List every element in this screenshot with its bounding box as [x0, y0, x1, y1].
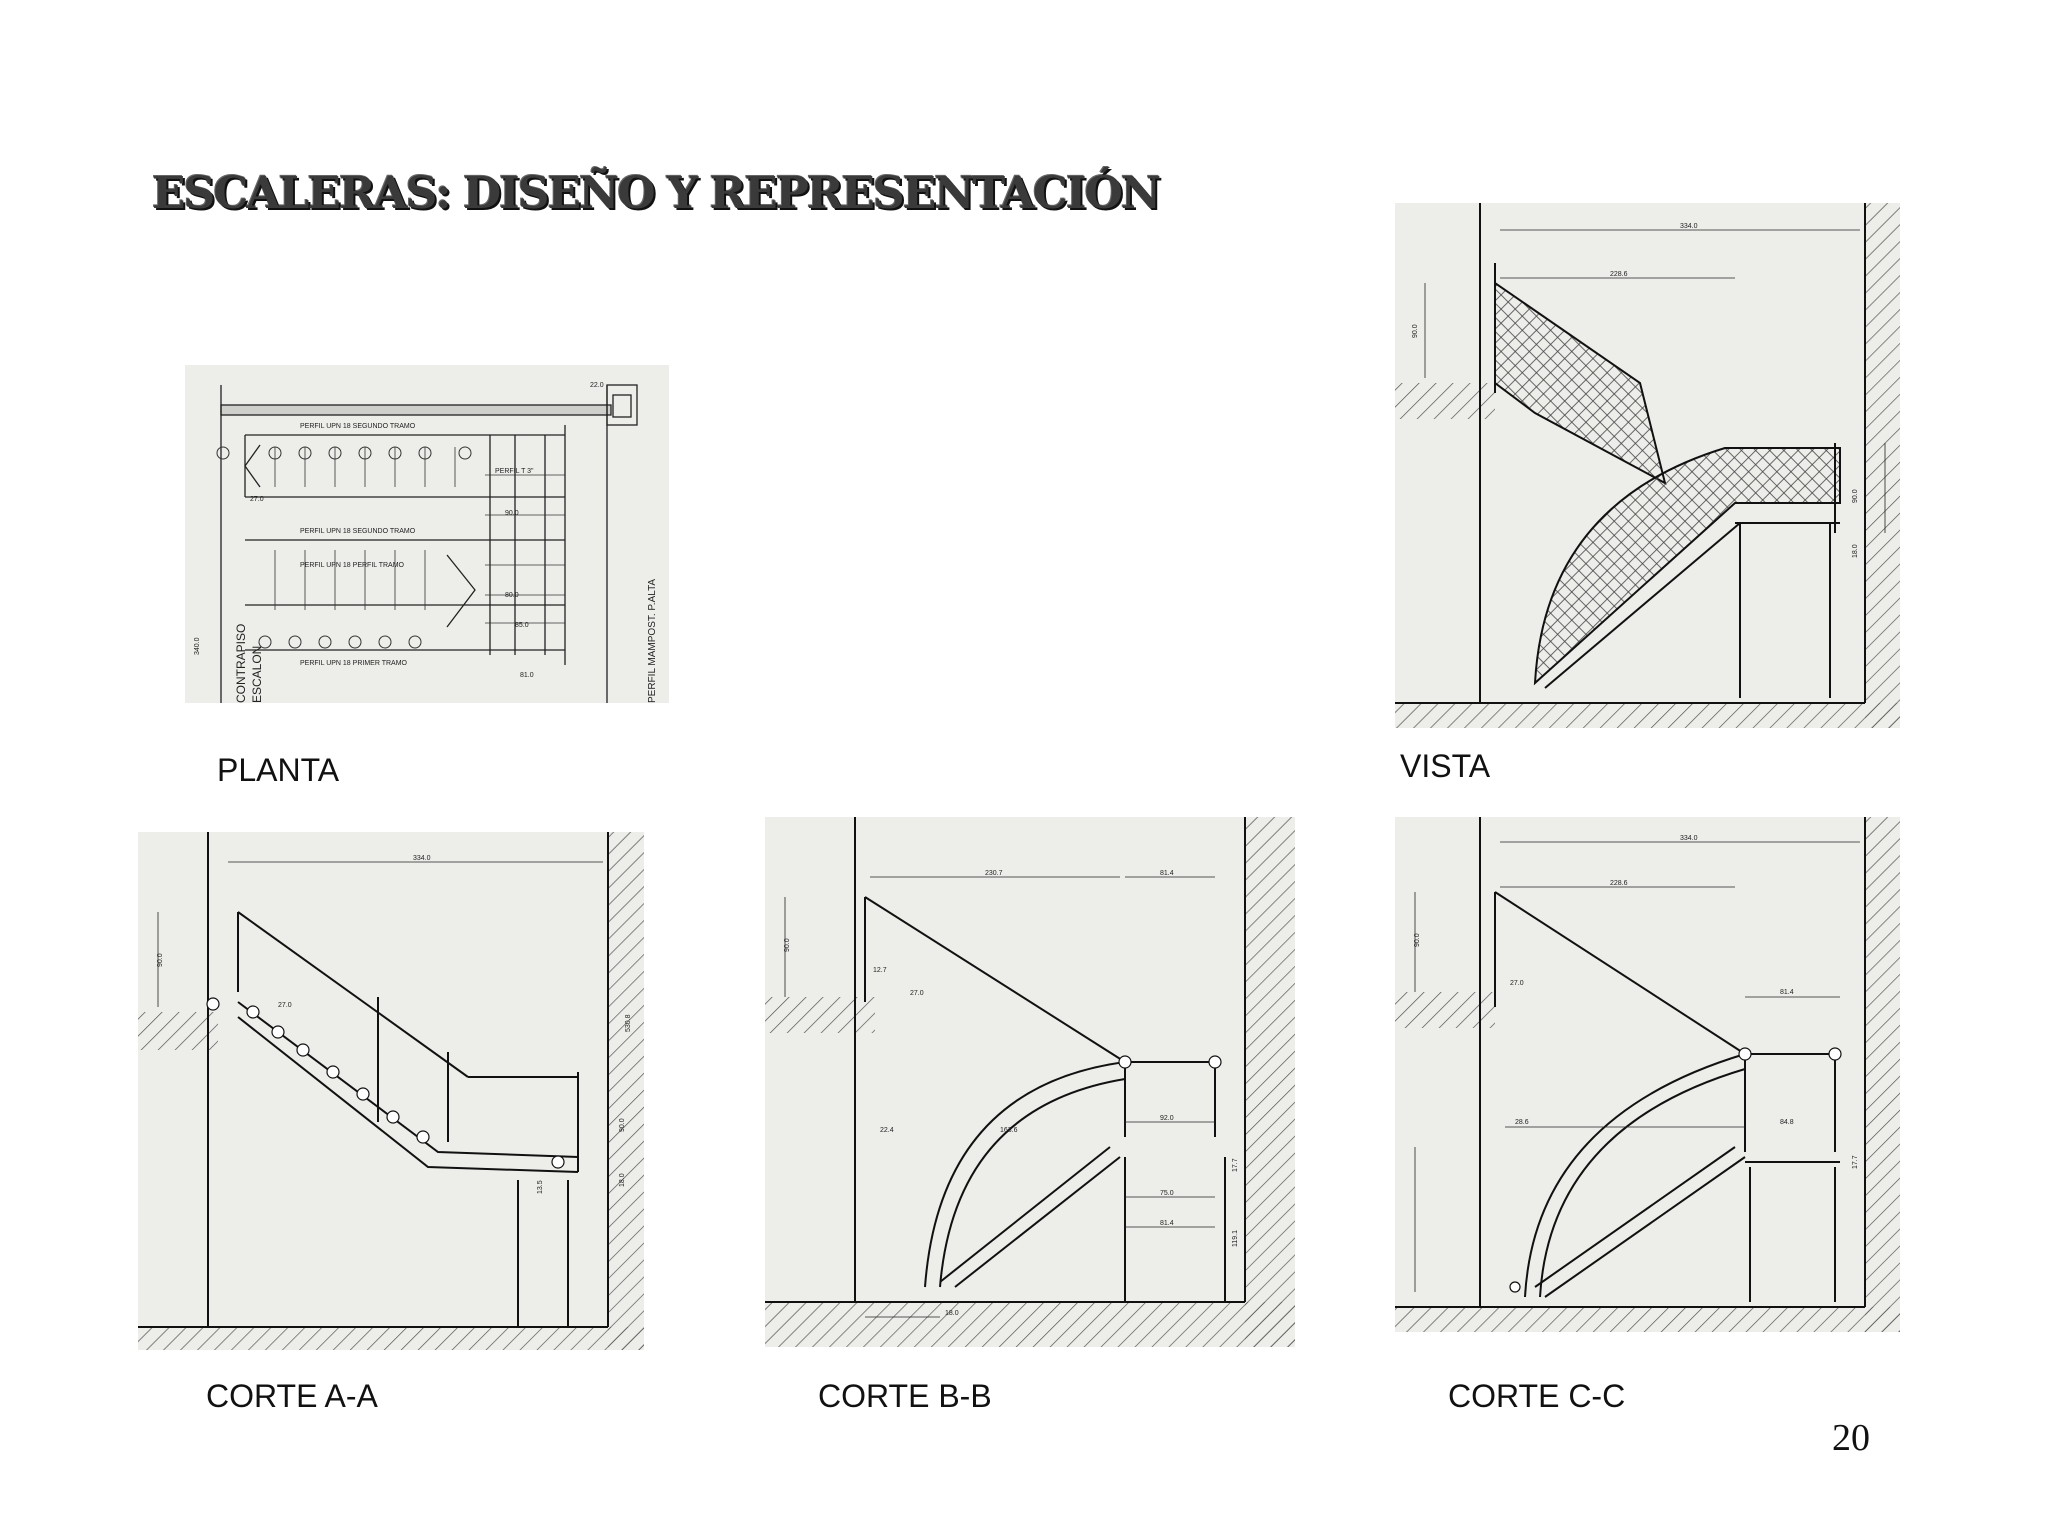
caption-corte-bb: CORTE B-B	[818, 1378, 992, 1414]
corte-bb-dim-81: 81.4	[1160, 870, 1174, 877]
corte-bb-dim-119: 119.1	[1232, 1230, 1239, 1247]
slide-title: ESCALERAS: DISEÑO Y REPRESENTACIÓN	[152, 168, 1161, 219]
corte-aa-dim-27: 27.0	[278, 1002, 292, 1009]
vista-dim-90: 90.0	[1412, 324, 1419, 338]
caption-vista: VISTA	[1400, 748, 1491, 784]
planta-label-segundo-tramo-2: PERFIL UPN 18 SEGUNDO TRAMO	[300, 528, 416, 535]
planta-dim-90: 90.0	[505, 510, 519, 517]
corte-aa-dim-530: 530.8	[625, 1014, 632, 1032]
corte-aa-dim-90: 90.0	[157, 953, 164, 967]
corte-bb-dim-92: 92.0	[1160, 1115, 1174, 1122]
vista-dim-18: 18.0	[1852, 544, 1859, 558]
corte-cc-dim-27: 27.0	[1510, 980, 1524, 987]
corte-bb-dim-12: 12.7	[873, 967, 887, 974]
corte-bb-dim-18: 18.0	[945, 1310, 959, 1317]
corte-aa-dim-18: 18.0	[619, 1173, 626, 1187]
planta-dim-85: 85.0	[515, 622, 529, 629]
corte-cc-dim-90: 90.0	[1414, 933, 1421, 947]
corte-cc-dim-228: 228.6	[1610, 880, 1628, 887]
corte-bb-dim-81b: 81.4	[1160, 1220, 1174, 1227]
corte-bb-dim-75: 75.0	[1160, 1190, 1174, 1197]
corte-bb-dim-22: 22.4	[880, 1127, 894, 1134]
vista-dim-334: 334.0	[1680, 223, 1698, 230]
corte-aa-dim-90b: 90.0	[619, 1118, 626, 1132]
corte-bb-dim-17: 17.7	[1232, 1158, 1239, 1172]
corte-cc-dim-84: 84.8	[1780, 1119, 1794, 1126]
planta-dim-22: 22.0	[590, 382, 604, 389]
planta-label-escalon: ESCALON	[250, 646, 264, 703]
corte-aa-dim-334: 334.0	[413, 855, 431, 862]
vista-dim-90b: 90.0	[1852, 489, 1859, 503]
caption-corte-cc: CORTE C-C	[1448, 1378, 1626, 1414]
planta-dim-340: 340.0	[194, 637, 201, 655]
corte-cc-dim-28: 28.6	[1515, 1119, 1529, 1126]
corte-aa-dim-13: 13.5	[537, 1180, 544, 1194]
planta-dim-80: 80.0	[505, 592, 519, 599]
corte-cc-drawing: 334.0 228.6 90.0 27.0 81.4 84.8 28.6 17.…	[1395, 817, 1900, 1332]
vista-dim-228: 228.6	[1610, 271, 1628, 278]
vista-drawing: 334.0 228.6 90.0 90.0 18.0	[1395, 203, 1900, 728]
planta-label-primer-tramo-top: PERFIL UPN 18 PERFIL TRAMO	[300, 562, 405, 569]
planta-drawing: PERFIL UPN 18 SEGUNDO TRAMO PERFIL UPN 1…	[185, 365, 669, 703]
corte-cc-dim-17: 17.7	[1852, 1155, 1859, 1169]
caption-planta: PLANTA	[217, 752, 340, 788]
caption-corte-aa: CORTE A-A	[206, 1378, 378, 1414]
corte-cc-dim-334: 334.0	[1680, 835, 1698, 842]
planta-label-primer-tramo: PERFIL UPN 18 PRIMER TRAMO	[300, 660, 408, 667]
corte-bb-dim-230: 230.7	[985, 870, 1003, 877]
planta-dim-81: 81.0	[520, 672, 534, 679]
planta-label-contrapiso: CONTRAPISO	[234, 624, 248, 703]
corte-cc-dim-81: 81.4	[1780, 989, 1794, 996]
corte-bb-dim-90: 90.0	[784, 938, 791, 952]
planta-step-width: 27.0	[250, 496, 264, 503]
corte-bb-dim-27: 27.0	[910, 990, 924, 997]
planta-label-mampost: PERFIL MAMPOST. P.ALTA	[647, 579, 658, 703]
page-number: 20	[1832, 1417, 1870, 1459]
corte-aa-drawing: 334.0 90.0 27.0 530.8 90.0 18.0 13.5	[138, 832, 644, 1350]
planta-label-perfil-t: PERFIL T 3"	[495, 468, 534, 475]
corte-bb-dim-163: 163.6	[1000, 1127, 1018, 1134]
planta-label-segundo-tramo: PERFIL UPN 18 SEGUNDO TRAMO	[300, 423, 416, 430]
corte-bb-drawing: 230.7 81.4 90.0 12.7 27.0 75.0 81.4 92.0…	[765, 817, 1295, 1347]
